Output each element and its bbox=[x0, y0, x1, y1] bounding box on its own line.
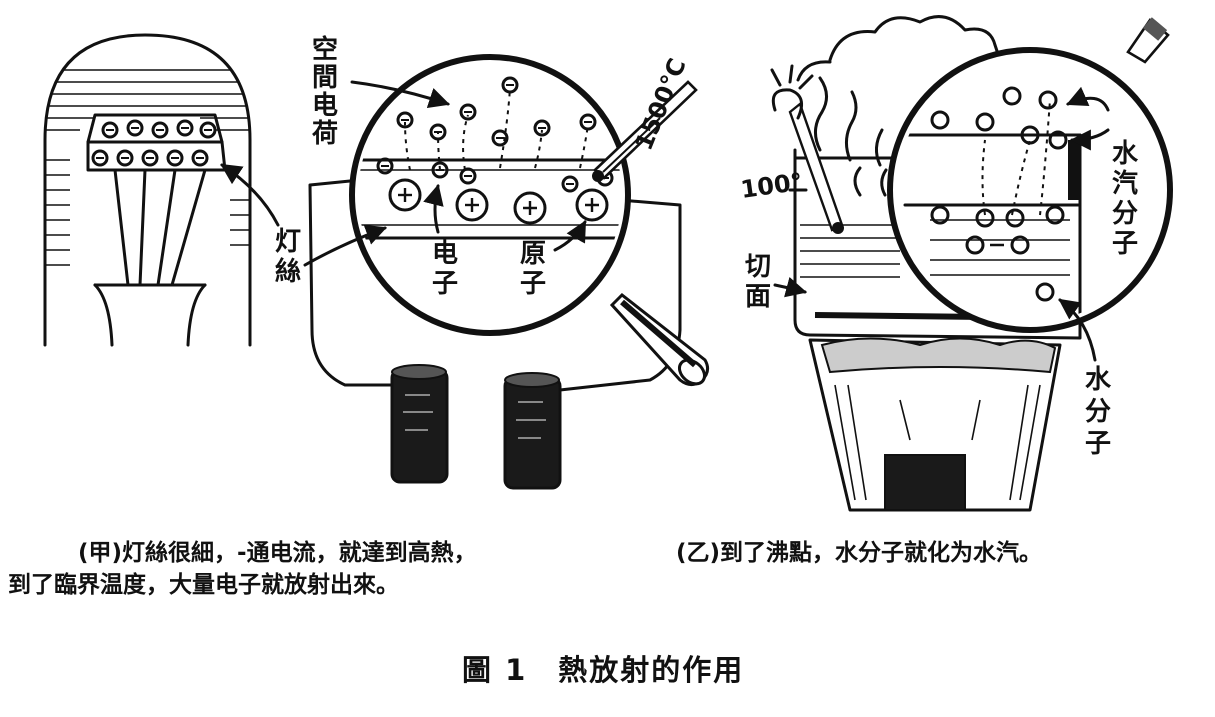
water-molecule-char: 水 bbox=[1085, 365, 1112, 395]
electron-char: 电 bbox=[432, 239, 458, 269]
steam-molecule-char: 分 bbox=[1112, 199, 1138, 229]
magnifier-circle-icon bbox=[349, 54, 631, 336]
atom-char: 子 bbox=[520, 269, 546, 299]
filament-char: 灯 bbox=[275, 227, 301, 257]
water-molecule-label: 水 分 子 bbox=[1058, 298, 1112, 459]
water-molecule-char: 子 bbox=[1085, 429, 1111, 459]
burner-icon bbox=[808, 337, 1062, 512]
steam-molecule-char: 子 bbox=[1112, 229, 1138, 259]
panel-a: 1500°C 空 間 电 荷 灯 絲 电 子 原 子 bbox=[43, 33, 710, 490]
magnifier-handle-icon bbox=[609, 292, 710, 387]
filament-label: 灯 絲 bbox=[220, 163, 387, 287]
water-molecule-char: 分 bbox=[1085, 397, 1111, 427]
space-charge-char: 空 bbox=[312, 34, 338, 65]
space-charge-electrons bbox=[376, 76, 614, 193]
thermometer-icon bbox=[770, 64, 844, 234]
space-charge-char: 电 bbox=[312, 91, 338, 121]
water-molecules bbox=[930, 205, 1065, 302]
steam-molecule-char: 汽 bbox=[1112, 169, 1138, 199]
figure-title: 圖 1 熱放射的作用 bbox=[462, 653, 744, 687]
light-bulb-icon bbox=[43, 33, 252, 347]
battery-icon bbox=[503, 372, 562, 490]
magnifier-circle-icon bbox=[887, 47, 1173, 333]
thermometer-icon bbox=[592, 80, 698, 182]
spout-icon bbox=[1126, 17, 1170, 64]
electron-label: 电 子 bbox=[423, 183, 458, 299]
cut-surface-char: 切 bbox=[745, 252, 771, 282]
atoms bbox=[388, 178, 609, 225]
space-charge-label: 空 間 电 荷 bbox=[312, 34, 450, 149]
cut-surface-label: 切 面 bbox=[745, 252, 808, 312]
atom-char: 原 bbox=[520, 239, 546, 269]
steam-molecule-char: 水 bbox=[1112, 139, 1139, 169]
space-charge-char: 間 bbox=[312, 63, 338, 93]
electron-char: 子 bbox=[432, 269, 458, 299]
atom-label: 原 子 bbox=[520, 220, 587, 299]
cut-surface-char: 面 bbox=[745, 282, 771, 312]
panel-b: 100° bbox=[739, 15, 1173, 512]
caption-a-line2: 到了臨界温度，大量电子就放射出來。 bbox=[8, 571, 399, 598]
battery-icon bbox=[390, 364, 449, 484]
filament-electrons bbox=[91, 119, 217, 167]
filament-char: 絲 bbox=[275, 256, 301, 287]
bulb-shading bbox=[45, 69, 250, 266]
caption-b: (乙)到了沸點，水分子就化为水汽。 bbox=[676, 539, 1042, 566]
steam-molecules bbox=[930, 86, 1068, 150]
caption-a-line1: (甲)灯絲很細，-通电流，就達到高熱， bbox=[78, 539, 477, 566]
space-charge-char: 荷 bbox=[312, 119, 338, 149]
steam-molecule-label: 水 汽 分 子 bbox=[1066, 86, 1139, 259]
